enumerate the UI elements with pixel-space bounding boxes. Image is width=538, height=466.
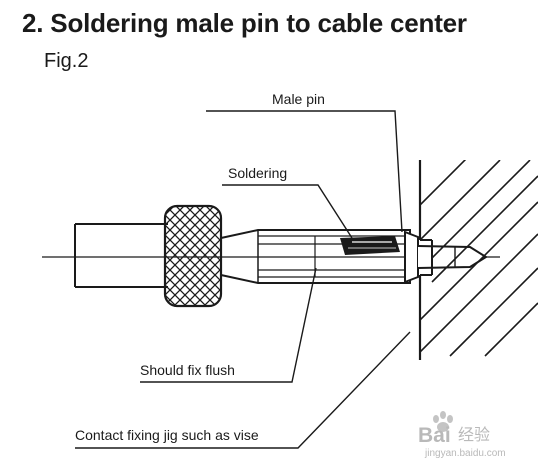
figure-label: Fig.2 <box>44 50 89 72</box>
male-pin <box>404 230 488 284</box>
leader-lines <box>75 110 411 449</box>
baidu-watermark: Bai 经验 jingyan.baidu.com <box>418 411 506 459</box>
watermark-sub: 经验 <box>458 426 490 444</box>
callout-male-pin: Male pin <box>272 91 325 107</box>
solder-joint <box>340 236 400 255</box>
cable-jacket <box>74 223 168 288</box>
paw-icon <box>433 411 453 432</box>
callout-contact-jig: Contact fixing jig such as vise <box>75 427 259 443</box>
vise-jig <box>418 160 538 360</box>
watermark-site: jingyan.baidu.com <box>424 448 506 459</box>
callout-should-fix-flush: Should fix flush <box>140 362 235 378</box>
callout-soldering: Soldering <box>228 165 287 181</box>
knurled-nut <box>163 204 223 308</box>
watermark-brand: Bai <box>418 424 451 447</box>
page-title: 2. Soldering male pin to cable center <box>22 8 467 38</box>
